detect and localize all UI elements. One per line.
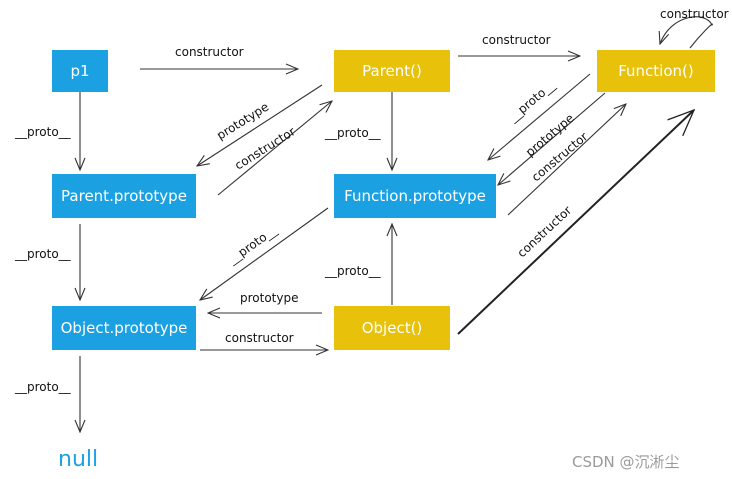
edge-function-prototype-link bbox=[498, 92, 606, 185]
edge-label-parent-prototype-proto: __proto__ bbox=[14, 247, 72, 261]
node-function-prototype-box bbox=[334, 174, 496, 218]
node-function: Function() bbox=[597, 50, 715, 92]
edge-function-prototype-proto bbox=[200, 207, 329, 300]
edge-function-proto bbox=[488, 73, 591, 160]
edge-label-function-prototype-proto: __proto__ bbox=[225, 222, 280, 267]
edge-label-p1-proto: __proto__ bbox=[14, 125, 72, 139]
edge-label-object-proto: __proto__ bbox=[324, 264, 382, 278]
edge-function-prototype-constructor bbox=[507, 104, 626, 216]
node-function-prototype-label: Function.prototype bbox=[344, 187, 486, 205]
node-parent-box bbox=[334, 50, 450, 92]
node-null: null bbox=[58, 447, 98, 472]
edge-function-self-constructor bbox=[660, 16, 713, 49]
node-p1-label: p1 bbox=[70, 62, 89, 80]
node-function-label: Function() bbox=[618, 62, 694, 80]
node-p1-box bbox=[52, 50, 108, 92]
edge-label-parent-proto: __proto__ bbox=[324, 126, 382, 140]
node-parent-prototype-label: Parent.prototype bbox=[61, 187, 187, 205]
node-object-label: Object() bbox=[362, 319, 423, 337]
node-p1: p1 bbox=[52, 50, 108, 92]
edge-label-object-prototype-proto: __proto__ bbox=[14, 380, 72, 394]
node-function-box bbox=[597, 50, 715, 92]
edge-parent-prototype-constructor bbox=[217, 101, 332, 196]
node-object: Object() bbox=[334, 306, 450, 350]
edge-label-object-prototype-constructor: constructor bbox=[225, 331, 294, 345]
edge-label-parent-prototype-constructor: constructor bbox=[232, 124, 298, 172]
edge-label-object-prototype-link: prototype bbox=[240, 291, 298, 305]
edge-label-parent-constructor: constructor bbox=[482, 33, 551, 47]
edge-object-constructor bbox=[457, 108, 696, 335]
node-parent-label: Parent() bbox=[362, 62, 422, 80]
edge-label-p1-constructor: constructor bbox=[175, 45, 244, 59]
node-parent-prototype: Parent.prototype bbox=[52, 174, 196, 218]
node-function-prototype: Function.prototype bbox=[334, 174, 496, 218]
node-object-prototype-box bbox=[52, 306, 196, 350]
node-object-box bbox=[334, 306, 450, 350]
node-parent: Parent() bbox=[334, 50, 450, 92]
edge-parent-prototype-link bbox=[197, 84, 323, 166]
edge-label-function-self-constructor: constructor bbox=[660, 7, 729, 21]
node-parent-prototype-box bbox=[52, 174, 196, 218]
node-object-prototype-label: Object.prototype bbox=[61, 319, 188, 337]
node-object-prototype: Object.prototype bbox=[52, 306, 196, 350]
watermark: CSDN @沉淅尘 bbox=[572, 453, 680, 471]
edge-label-function-proto: __proto__ bbox=[505, 77, 558, 125]
